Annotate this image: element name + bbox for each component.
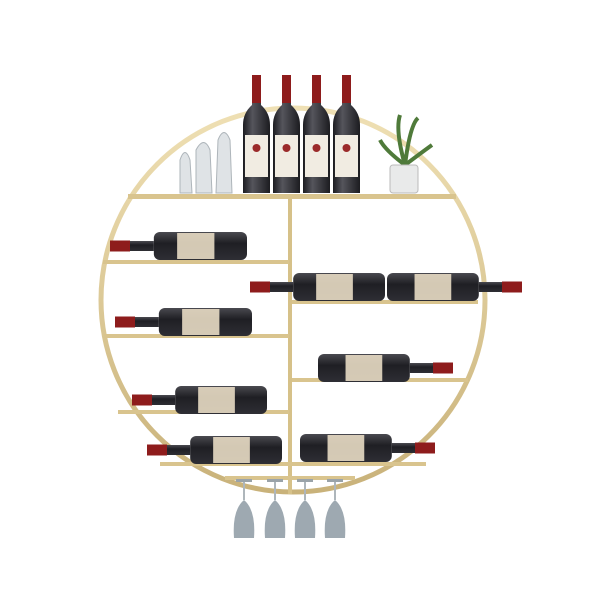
- horizontal-wine-bottle: [115, 308, 252, 336]
- rack-center-post: [288, 196, 292, 494]
- horizontal-bottles: [110, 232, 522, 464]
- wine-glass: [324, 479, 346, 538]
- wine-glass: [294, 479, 316, 538]
- hanging-wine-glasses: [233, 479, 346, 538]
- horizontal-wine-bottle: [387, 273, 522, 301]
- horizontal-wine-bottle: [147, 436, 282, 464]
- glass-hanger-rail: [225, 476, 355, 480]
- upright-bottles: [243, 75, 360, 193]
- horizontal-wine-bottle: [250, 273, 385, 301]
- upright-wine-bottle: [243, 75, 270, 193]
- wine-glass: [264, 479, 286, 538]
- upright-wine-bottle: [333, 75, 360, 193]
- potted-plant: [378, 114, 434, 194]
- horizontal-wine-bottle: [132, 386, 267, 414]
- glass-decanters: [179, 132, 233, 194]
- horizontal-wine-bottle: [318, 354, 453, 382]
- upright-wine-bottle: [303, 75, 330, 193]
- horizontal-wine-bottle: [300, 434, 435, 462]
- wine-glass: [233, 479, 255, 538]
- horizontal-wine-bottle: [110, 232, 247, 260]
- upright-wine-bottle: [273, 75, 300, 193]
